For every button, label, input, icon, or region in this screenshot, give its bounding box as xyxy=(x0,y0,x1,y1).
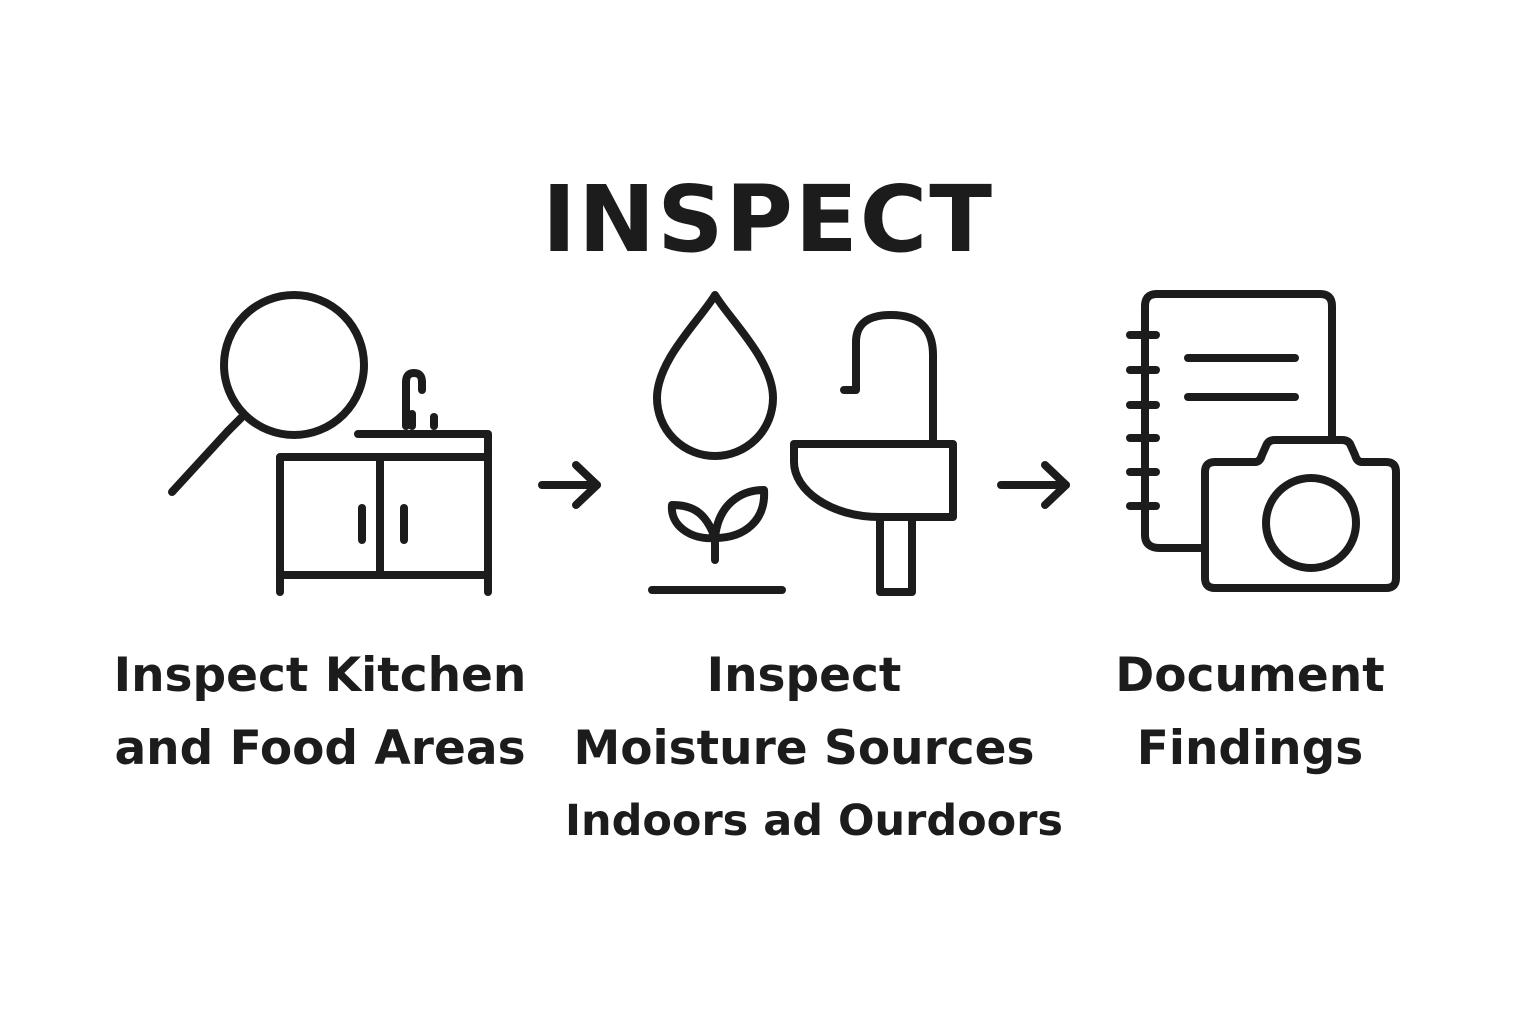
step-1-line-1: Inspect Kitchen xyxy=(113,648,527,703)
kitchen-sink-cabinet-icon xyxy=(276,369,492,596)
step-3-line-1: Document xyxy=(1115,648,1385,703)
step-label-1: Inspect Kitchen and Food Areas xyxy=(70,639,570,785)
step-3-line-2: Findings xyxy=(1136,721,1364,776)
diagram-title: INSPECT xyxy=(541,165,995,273)
step-1-line-2: and Food Areas xyxy=(114,721,526,776)
step-label-3: Document Findings xyxy=(1050,639,1450,785)
arrow-right-icon xyxy=(538,461,601,509)
bathroom-sink-icon xyxy=(790,311,957,596)
magnifying-glass-icon xyxy=(168,291,368,496)
step-label-2: Inspect Moisture Sources Indoors ad Ourd… xyxy=(544,639,1084,858)
arrow-right-icon xyxy=(997,461,1070,509)
water-drop-icon xyxy=(653,291,777,460)
step-2-line-3: Indoors ad Ourdoors xyxy=(564,796,1064,846)
step-2-line-1: Inspect xyxy=(706,648,902,703)
step-2-illustration xyxy=(648,291,957,596)
step-1-illustration xyxy=(168,291,492,596)
plant-sprout-icon xyxy=(648,486,786,594)
camera-icon xyxy=(1201,436,1400,592)
notebook-icon xyxy=(1126,290,1336,552)
step-2-line-2: Moisture Sources xyxy=(573,721,1035,776)
step-3-illustration xyxy=(1126,290,1400,592)
